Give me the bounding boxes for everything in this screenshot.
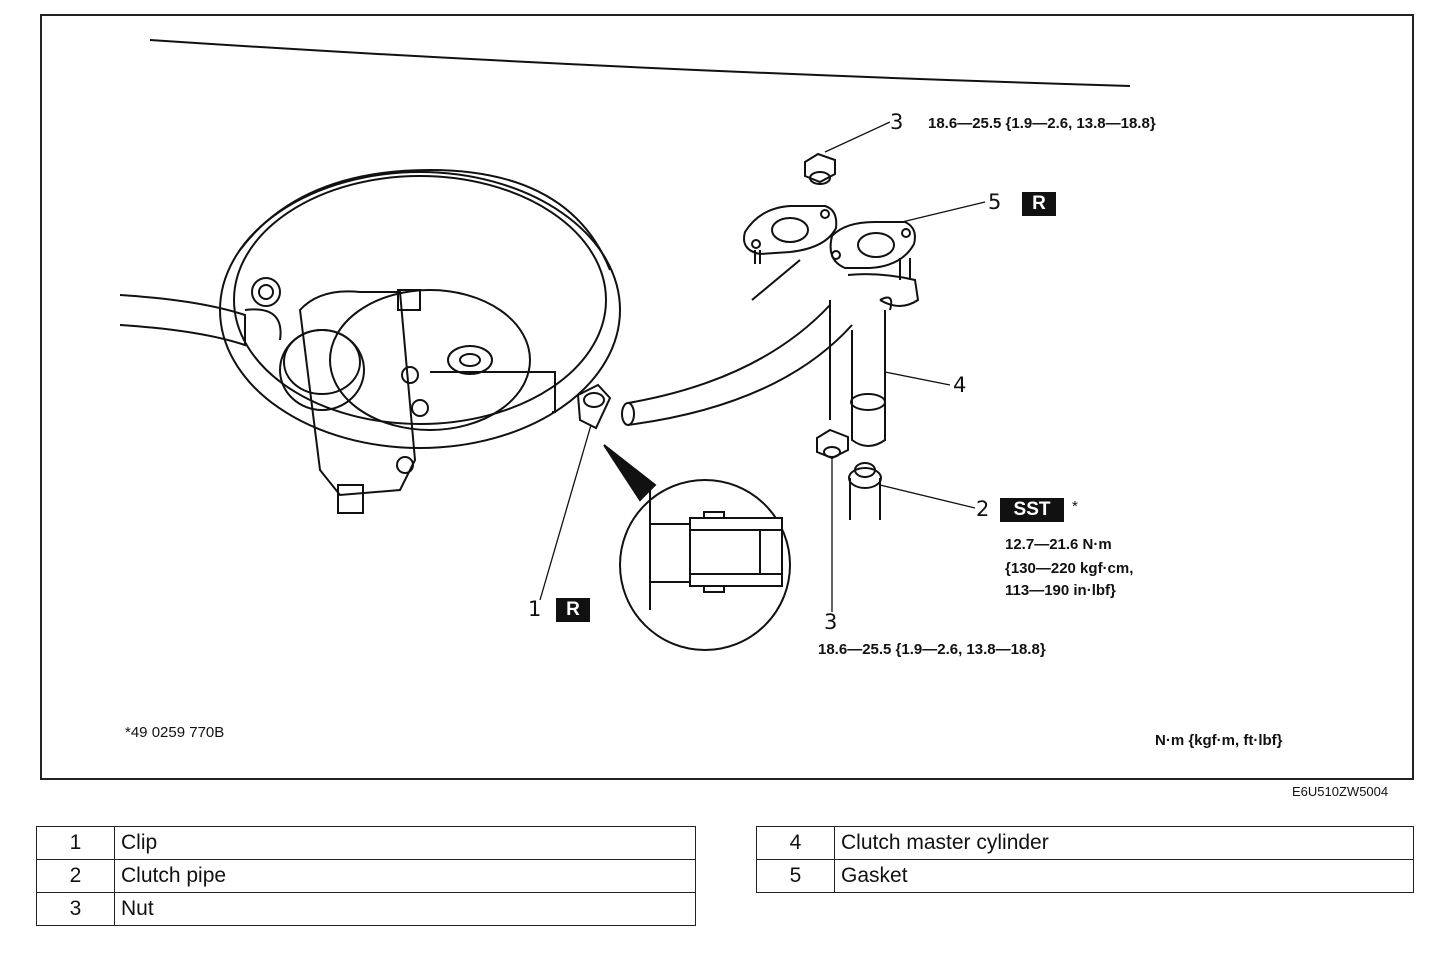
sst-footnote: *49 0259 770B	[125, 724, 225, 741]
callout-number: 1	[528, 597, 542, 621]
clip-part	[430, 371, 612, 430]
pipe-fitting	[848, 462, 882, 520]
part-name: Gasket	[834, 859, 1414, 893]
replace-badge: R	[556, 598, 590, 622]
callout-number: 5	[988, 190, 1002, 214]
document-id: E6U510ZW5004	[1292, 784, 1389, 799]
part-name: Clip	[114, 826, 696, 860]
part-name: Nut	[114, 892, 696, 926]
callout-number: 4	[953, 373, 967, 397]
part-name: Clutch pipe	[114, 859, 696, 893]
callout-number: 3	[890, 110, 904, 134]
replace-badge: R	[1022, 192, 1056, 216]
body-line	[149, 39, 1131, 87]
part-number: 2	[36, 859, 115, 893]
callout-number: 2	[976, 497, 990, 521]
part-number: 5	[756, 859, 835, 893]
torque-spec-pipe-line2: {130—220 kgf·cm,	[1005, 560, 1134, 577]
part-number: 3	[36, 892, 115, 926]
clutch-pipe-hose	[621, 304, 853, 426]
gasket-pair	[743, 205, 920, 307]
nut-top	[804, 152, 836, 185]
torque-units: N·m {kgf·m, ft·lbf}	[1155, 732, 1283, 749]
part-number: 4	[756, 826, 835, 860]
torque-spec-nut-top: 18.6—25.5 {1.9—2.6, 13.8—18.8}	[928, 115, 1156, 132]
master-cylinder-body	[279, 289, 429, 514]
torque-spec-pipe-line1: 12.7—21.6 N·m	[1005, 536, 1112, 553]
diagram-frame	[40, 14, 1414, 780]
part-number: 1	[36, 826, 115, 860]
brake-booster	[219, 168, 621, 449]
callout-number: 3	[824, 610, 838, 634]
torque-spec-pipe-line3: 113—190 in·lbf}	[1005, 582, 1116, 599]
sst-badge: SST	[1000, 498, 1064, 522]
leader-lines	[539, 121, 986, 612]
part-name: Clutch master cylinder	[834, 826, 1414, 860]
sst-asterisk: *	[1072, 498, 1078, 515]
clip-detail-inset	[603, 444, 791, 651]
torque-spec-nut-bottom: 18.6—25.5 {1.9—2.6, 13.8—18.8}	[818, 641, 1046, 658]
nut-bottom	[816, 428, 849, 460]
clutch-cylinder	[829, 296, 893, 447]
vacuum-hose	[119, 277, 282, 347]
